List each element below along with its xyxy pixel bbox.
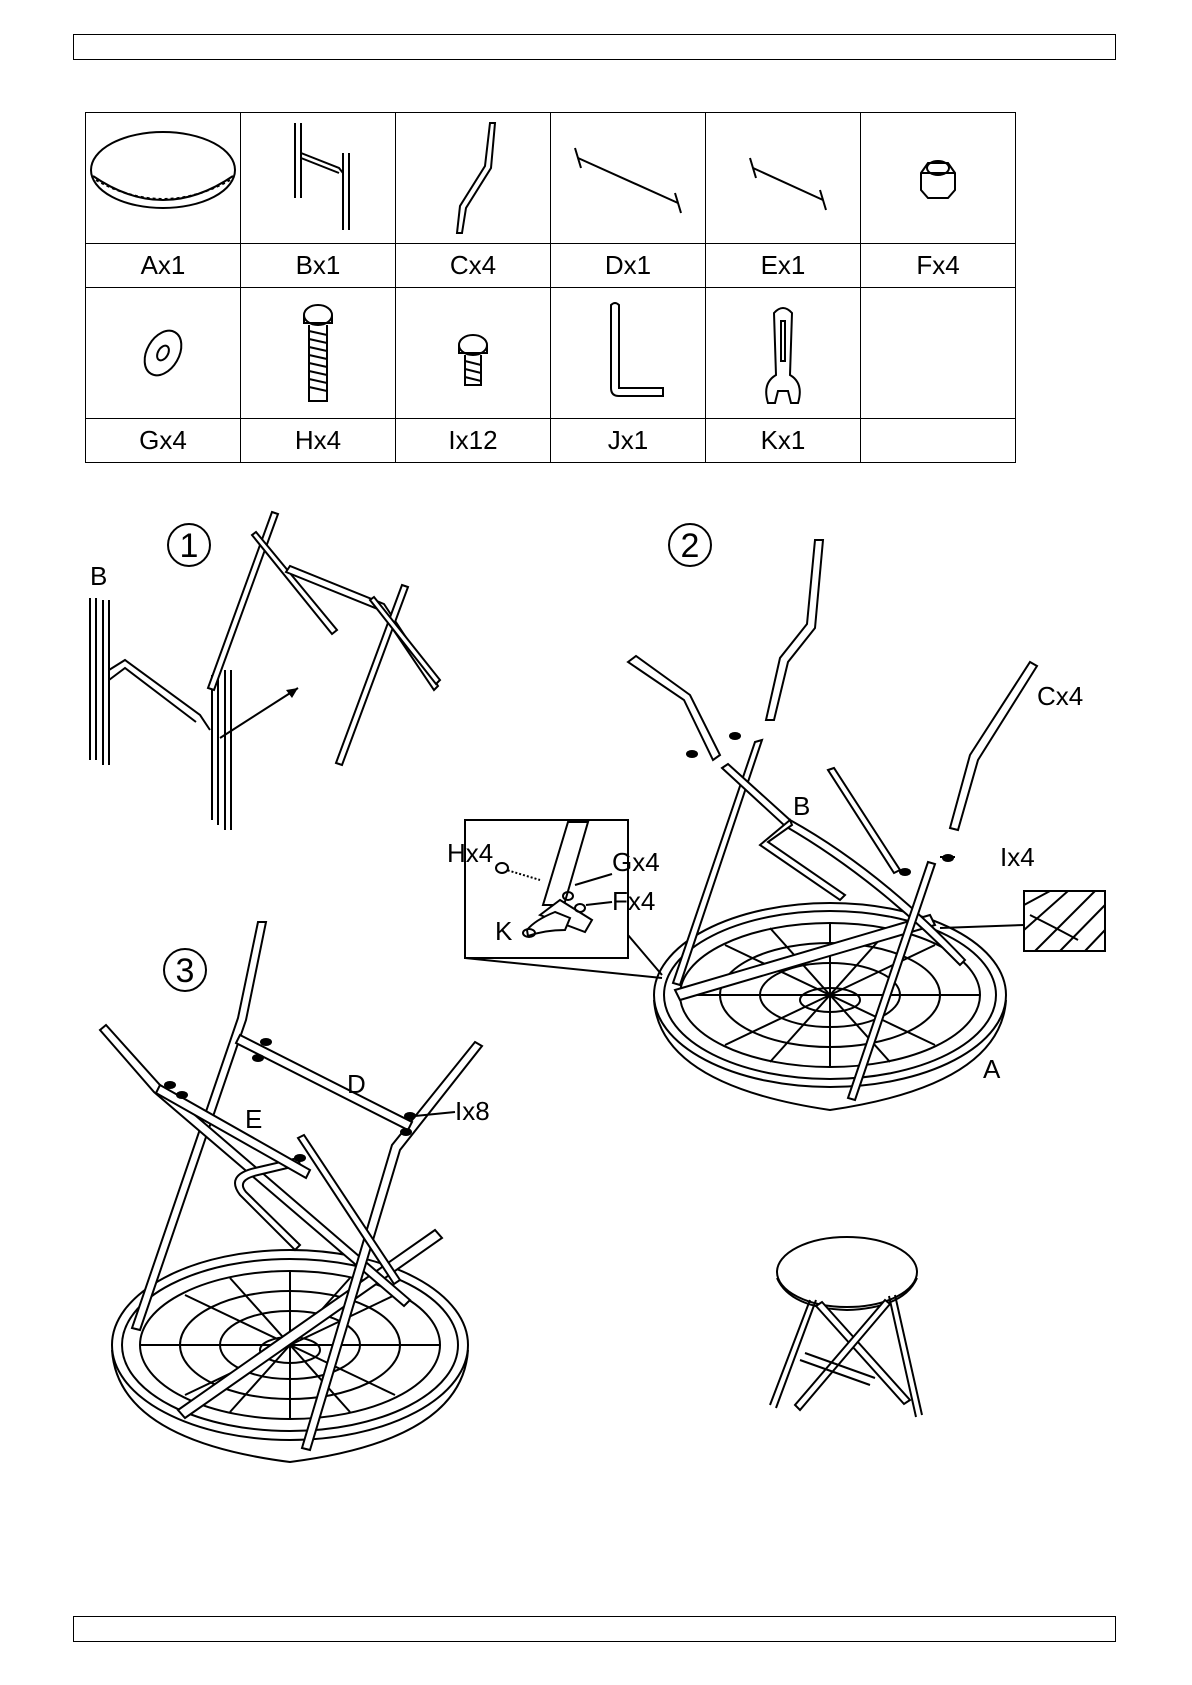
step-3-label-i: Ix8 <box>455 1096 490 1126</box>
step-2: 2 Cx4 B Ix4 A <box>447 524 1105 1110</box>
step-3-number: 3 <box>176 952 195 990</box>
step-1-arrowhead <box>286 688 298 698</box>
detail-label-f: Fx4 <box>612 886 655 916</box>
step-2-detail-inset: Hx4 Gx4 Fx4 K <box>447 820 660 958</box>
step-1-number: 1 <box>180 527 199 565</box>
step-1-leg-frame <box>90 598 231 830</box>
detail-label-g: Gx4 <box>612 847 660 877</box>
step-1-label-b: B <box>90 561 107 591</box>
finished-table <box>770 1237 922 1417</box>
step-3-tabletop <box>112 1250 468 1462</box>
step-2-bolts <box>686 732 954 876</box>
step-1-frame-parts <box>208 512 440 765</box>
step-2-tabletop <box>654 903 1006 1110</box>
step-2-leg-tubes <box>628 540 1037 830</box>
step-2-number: 2 <box>681 527 700 565</box>
step-2-label-a: A <box>983 1054 1001 1084</box>
step-1: 1 B <box>90 512 440 830</box>
step-3-label-d: D <box>347 1069 366 1099</box>
footer-frame <box>73 1616 1116 1642</box>
step-2-label-b: B <box>793 791 810 821</box>
step-3: 3 <box>100 922 490 1462</box>
step-2-label-c: Cx4 <box>1037 681 1083 711</box>
step-3-label-e: E <box>245 1104 262 1134</box>
step-2-label-i: Ix4 <box>1000 842 1035 872</box>
detail-label-k: K <box>495 916 513 946</box>
detail-label-h: Hx4 <box>447 838 493 868</box>
